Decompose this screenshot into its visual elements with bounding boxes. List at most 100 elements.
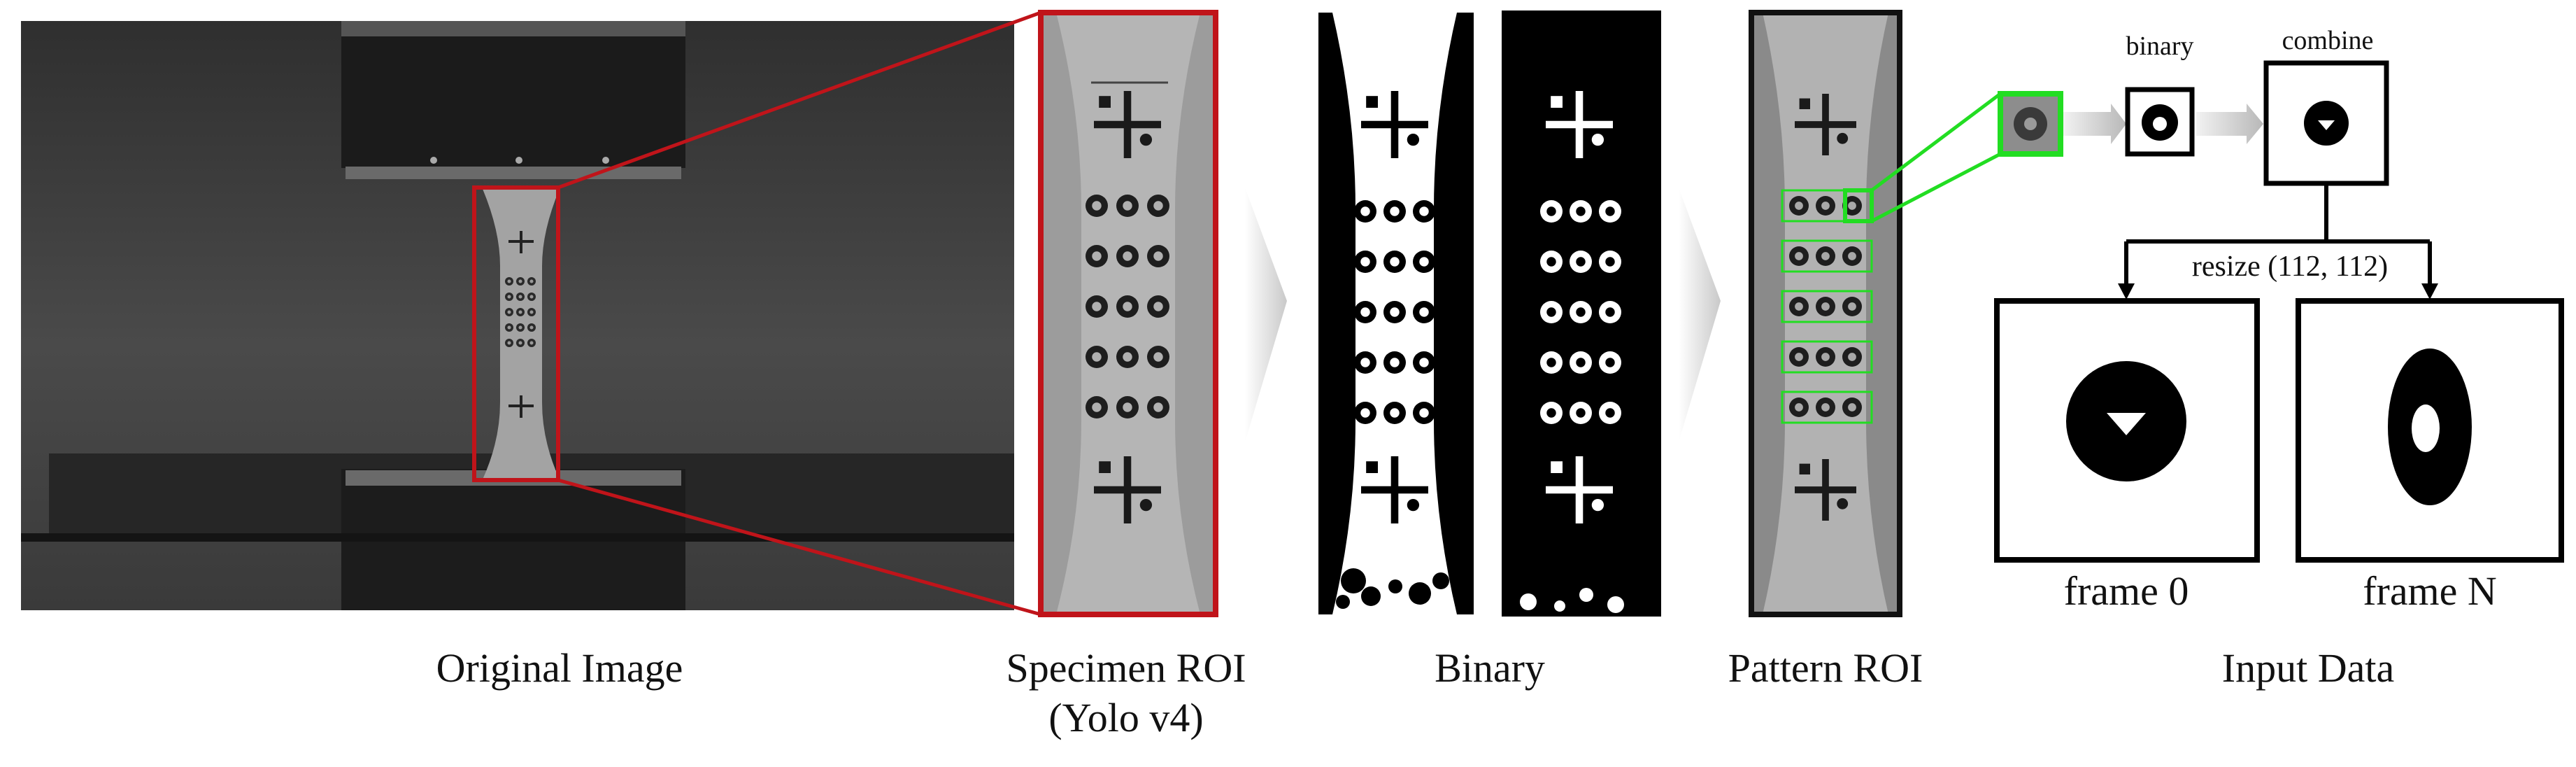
marker-hole bbox=[1821, 202, 1830, 210]
cross-dot bbox=[1837, 498, 1849, 509]
cross-square bbox=[1366, 461, 1378, 473]
original-image bbox=[21, 21, 1014, 610]
resize-label: resize (112, 112) bbox=[2192, 251, 2388, 283]
caption-input-data: Input Data bbox=[2221, 645, 2395, 691]
resize-connector bbox=[2124, 183, 2432, 287]
marker-hole bbox=[1546, 206, 1556, 216]
cross-dot bbox=[1139, 133, 1153, 146]
pattern-patch bbox=[1998, 91, 2063, 157]
marker-hole bbox=[1605, 257, 1615, 267]
caption-pattern-roi: Pattern ROI bbox=[1728, 645, 1923, 691]
marker-hole bbox=[1576, 307, 1586, 317]
marker-hole bbox=[507, 279, 511, 283]
marker-hole bbox=[507, 295, 511, 299]
caption-specimen-line1: Specimen ROI bbox=[1006, 645, 1246, 691]
marker-hole bbox=[529, 325, 534, 330]
marker-hole bbox=[1848, 353, 1856, 361]
marker-hole bbox=[1546, 257, 1556, 267]
specimen-markers bbox=[1086, 91, 1169, 523]
arrow-patch-to-binary bbox=[2063, 104, 2126, 144]
cross-dot bbox=[1407, 498, 1420, 512]
marker-hole bbox=[1419, 408, 1429, 418]
pattern-roi-frame bbox=[1749, 10, 1902, 617]
process-chevron-1 bbox=[1245, 188, 1287, 442]
marker-hole bbox=[1795, 302, 1803, 311]
cross-dot bbox=[1591, 133, 1604, 146]
marker-hole bbox=[1795, 202, 1803, 210]
original-marks bbox=[508, 231, 534, 418]
marker-hole bbox=[1576, 257, 1586, 267]
pattern-row-box bbox=[1781, 290, 1873, 323]
cross-dot bbox=[1407, 133, 1420, 146]
marker-hole bbox=[529, 310, 534, 314]
combine-patch bbox=[2263, 60, 2389, 186]
marker-hole bbox=[1605, 307, 1615, 317]
marker-hole bbox=[1546, 307, 1556, 317]
cross-dot bbox=[1837, 132, 1849, 144]
cross-square bbox=[1551, 461, 1563, 473]
marker-hole bbox=[1390, 257, 1400, 267]
noise-blob bbox=[1554, 600, 1565, 612]
marker-hole bbox=[1092, 251, 1102, 261]
marker-hole bbox=[1390, 307, 1400, 317]
marker-hole bbox=[1123, 302, 1132, 311]
marker-hole bbox=[1605, 206, 1615, 216]
pattern-row-box bbox=[1781, 340, 1873, 374]
marker-hole bbox=[1821, 252, 1830, 260]
cross-dot bbox=[1591, 498, 1604, 512]
marker-hole bbox=[1390, 206, 1400, 216]
marker-hole bbox=[518, 310, 522, 314]
marker-hole bbox=[1092, 402, 1102, 412]
marker-hole bbox=[1419, 358, 1429, 367]
marker-hole bbox=[1821, 403, 1830, 411]
caption-specimen-line2: (Yolo v4) bbox=[1048, 694, 1204, 740]
marker-hole bbox=[1576, 408, 1586, 418]
marker-hole bbox=[1153, 402, 1163, 412]
marker-hole bbox=[1795, 252, 1803, 260]
cross-dot bbox=[1139, 498, 1153, 512]
marker-hole bbox=[1821, 302, 1830, 311]
noise-blob bbox=[1336, 595, 1350, 609]
marker-hole bbox=[1605, 408, 1615, 418]
marker-hole bbox=[1360, 206, 1370, 216]
binary-1-markers bbox=[1336, 91, 1449, 609]
pattern-markers bbox=[1781, 94, 1874, 521]
marker-hole bbox=[1153, 302, 1163, 311]
marker-hole bbox=[1848, 302, 1856, 311]
caption-specimen-roi: Specimen ROI (Yolo v4) bbox=[965, 644, 1287, 743]
pattern-row-box bbox=[1781, 390, 1873, 424]
specimen-roi-box bbox=[1038, 10, 1218, 617]
marker-hole bbox=[1546, 408, 1556, 418]
marker-hole bbox=[1419, 307, 1429, 317]
noise-blob bbox=[1409, 582, 1431, 605]
marker-hole bbox=[1092, 352, 1102, 362]
noise-blob bbox=[1579, 588, 1593, 602]
cross-square bbox=[1099, 96, 1111, 108]
marker-hole bbox=[518, 341, 522, 345]
marker-hole bbox=[518, 325, 522, 330]
cross-square bbox=[1799, 463, 1810, 474]
binary-label: binary bbox=[2126, 31, 2193, 61]
marker-hole bbox=[1419, 257, 1429, 267]
marker-hole bbox=[1360, 358, 1370, 367]
cross-square bbox=[1099, 461, 1111, 473]
marker-hole bbox=[518, 295, 522, 299]
binary-2-markers bbox=[1520, 91, 1624, 613]
original-marker-grid bbox=[505, 277, 536, 347]
marker-hole bbox=[1848, 202, 1856, 210]
marker-hole bbox=[529, 341, 534, 345]
marker-hole bbox=[1360, 307, 1370, 317]
marker-hole bbox=[1123, 201, 1132, 211]
zoom-line-top bbox=[557, 10, 1041, 190]
marker-hole bbox=[1795, 353, 1803, 361]
marker-hole bbox=[1153, 251, 1163, 261]
cross-square bbox=[1799, 98, 1810, 109]
noise-blob bbox=[1341, 568, 1366, 593]
marker-hole bbox=[1576, 206, 1586, 216]
marker-hole bbox=[507, 310, 511, 314]
marker-hole bbox=[1123, 402, 1132, 412]
process-chevron-2 bbox=[1679, 188, 1721, 442]
marker-hole bbox=[1153, 201, 1163, 211]
combine-label: combine bbox=[2282, 26, 2374, 55]
noise-blob bbox=[1607, 596, 1624, 613]
